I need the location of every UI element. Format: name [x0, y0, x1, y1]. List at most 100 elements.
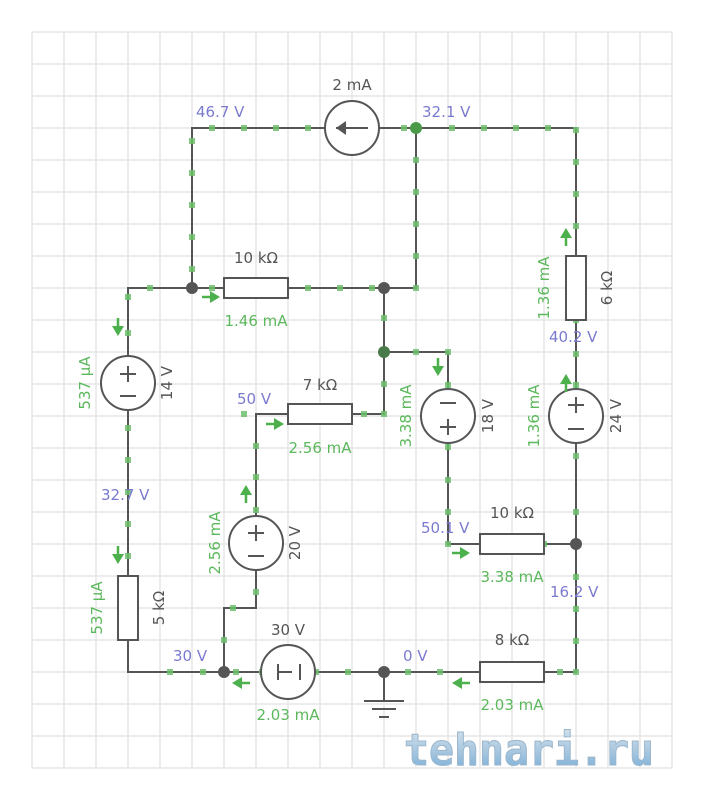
current-dot — [573, 127, 579, 133]
current-dot — [253, 589, 259, 595]
component-label: 20 V — [286, 525, 304, 560]
current-dot — [381, 315, 387, 321]
voltage-source-14v[interactable]: 14 V 537 μA — [76, 355, 176, 411]
voltage-label-r7k-left: 50 V — [237, 390, 272, 408]
current-dot — [361, 411, 367, 417]
arrow-right-icon — [202, 291, 220, 303]
current-dot — [189, 170, 195, 176]
resistor-8k[interactable]: 8 kΩ 2.03 mA — [479, 631, 545, 714]
current-dot — [481, 125, 487, 131]
current-dot — [513, 125, 519, 131]
current-dot — [573, 351, 579, 357]
current-dot — [573, 606, 579, 612]
current-dot — [445, 349, 451, 355]
resistor-5k[interactable]: 5 kΩ 537 μA — [88, 575, 168, 641]
current-dot — [189, 138, 195, 144]
current-arrows — [112, 228, 572, 689]
voltage-source-24v[interactable]: 24 V 1.36 mA — [525, 384, 625, 448]
watermark-logo: tehnari.ru — [404, 727, 655, 771]
component-label: 30 V — [271, 621, 306, 639]
current-label: 3.38 mA — [397, 384, 415, 448]
arrow-down-icon — [112, 318, 124, 336]
component-label: 7 kΩ — [303, 376, 337, 394]
component-label: 8 kΩ — [495, 631, 529, 649]
current-dot — [305, 285, 311, 291]
current-dot — [167, 669, 173, 675]
current-source-2ma[interactable]: 2 mA — [324, 76, 380, 156]
voltage-label-ground: 0 V — [403, 647, 428, 665]
current-dot — [445, 477, 451, 483]
arrow-up-icon — [240, 485, 252, 503]
arrow-down-icon — [432, 358, 444, 376]
current-dot — [573, 574, 579, 580]
voltage-label-right-low: 16.2 V — [550, 583, 599, 601]
current-dot — [405, 669, 411, 675]
wire — [192, 128, 417, 289]
watermark-text: tehnari.ru — [404, 727, 654, 771]
arrow-right-icon — [266, 418, 284, 430]
current-dot — [230, 605, 236, 611]
current-dot — [413, 285, 419, 291]
current-dot — [449, 125, 455, 131]
current-label: 1.46 mA — [224, 312, 288, 330]
current-dot — [209, 285, 215, 291]
current-dot — [125, 330, 131, 336]
component-label: 14 V — [158, 365, 176, 400]
current-label: 537 μA — [76, 356, 94, 410]
current-dot — [573, 638, 579, 644]
current-dot — [147, 285, 153, 291]
current-dot — [209, 125, 215, 131]
junction-node — [410, 122, 422, 134]
junction-node — [378, 282, 390, 294]
current-dot — [125, 425, 131, 431]
component-label: 10 kΩ — [490, 504, 534, 522]
junction-nodes — [186, 122, 582, 678]
current-dot — [200, 669, 206, 675]
current-dot — [437, 669, 443, 675]
current-dot — [573, 669, 579, 675]
voltage-label-bottom-left: 30 V — [173, 647, 208, 665]
current-dot — [445, 444, 451, 450]
current-label: 3.38 mA — [480, 568, 544, 586]
component-label: 5 kΩ — [150, 591, 168, 625]
current-dot — [413, 189, 419, 195]
current-dot — [125, 457, 131, 463]
resistor-10k-top[interactable]: 10 kΩ 1.46 mA — [223, 249, 289, 330]
current-dot — [253, 474, 259, 480]
current-dot — [445, 509, 451, 515]
current-dot — [445, 382, 451, 388]
voltage-source-20v[interactable]: 20 V 2.56 mA — [206, 511, 304, 575]
junction-node — [218, 666, 230, 678]
current-dot — [369, 285, 375, 291]
current-dot — [241, 125, 247, 131]
current-dot — [573, 509, 579, 515]
arrow-up-icon — [560, 228, 572, 246]
resistor-7k[interactable]: 7 kΩ 2.56 mA — [287, 376, 353, 457]
current-dot — [305, 125, 311, 131]
junction-node — [378, 346, 390, 358]
arrow-up-icon — [560, 374, 572, 392]
current-dot — [445, 541, 451, 547]
arrow-down-icon — [112, 546, 124, 564]
arrow-left-icon — [336, 121, 346, 135]
component-label: 10 kΩ — [234, 249, 278, 267]
resistor-6k[interactable]: 6 kΩ 1.36 mA — [535, 255, 616, 321]
current-label: 2.56 mA — [206, 511, 224, 575]
voltage-source-30v[interactable]: 30 V 2.03 mA — [256, 621, 320, 724]
current-label: 1.36 mA — [535, 256, 553, 320]
arrow-left-icon — [452, 677, 470, 689]
current-dot — [189, 202, 195, 208]
current-dot — [545, 125, 551, 131]
resistor-10k-mid[interactable]: 10 kΩ 3.38 mA — [479, 504, 545, 586]
current-dot — [233, 669, 239, 675]
component-label: 24 V — [607, 398, 625, 433]
current-label: 537 μA — [88, 581, 106, 635]
voltage-source-18v[interactable]: 18 V 3.38 mA — [397, 384, 497, 448]
voltage-label-top-right: 32.1 V — [422, 103, 471, 121]
junction-node — [378, 666, 390, 678]
current-dot — [189, 234, 195, 240]
current-dot — [413, 253, 419, 259]
current-dot — [273, 125, 279, 131]
current-dot — [381, 411, 387, 417]
